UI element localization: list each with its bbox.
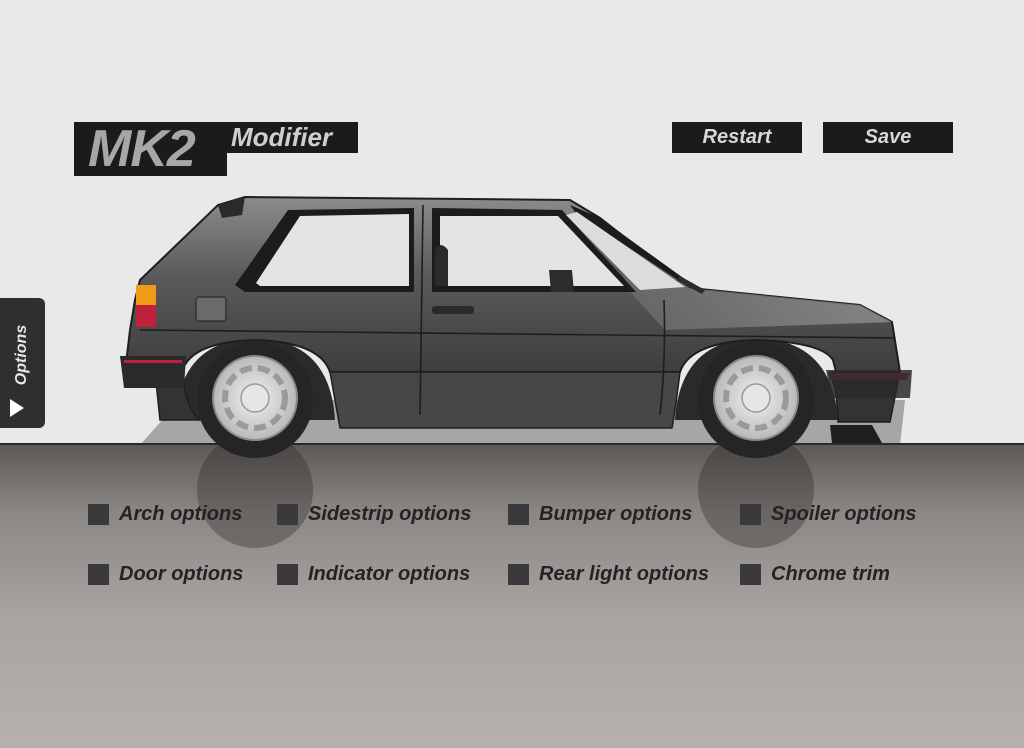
rear-light — [136, 305, 156, 327]
option-bumper[interactable]: Bumper options — [508, 501, 692, 527]
option-label: Rear light options — [539, 562, 709, 585]
option-checkbox[interactable] — [277, 503, 298, 525]
option-spoiler[interactable]: Spoiler options — [740, 501, 917, 527]
option-checkbox[interactable] — [277, 563, 298, 585]
front-spoiler — [830, 425, 882, 443]
front-bumper — [826, 370, 912, 398]
car-windows — [235, 205, 705, 294]
option-label: Sidestrip options — [308, 502, 472, 525]
option-checkbox[interactable] — [88, 563, 109, 585]
option-sidestrip[interactable]: Sidestrip options — [277, 501, 471, 527]
option-chrome-trim[interactable]: Chrome trim — [740, 561, 890, 587]
option-label: Door options — [119, 562, 244, 585]
save-button[interactable]: Save — [823, 122, 953, 153]
door-handle — [432, 306, 474, 314]
option-label: Arch options — [119, 502, 243, 525]
option-label: Indicator options — [308, 562, 471, 585]
option-indicator[interactable]: Indicator options — [277, 561, 470, 587]
option-label: Spoiler options — [771, 502, 917, 525]
floor-reflection — [0, 444, 1024, 748]
restart-button[interactable]: Restart — [672, 122, 802, 153]
front-wheel — [698, 342, 814, 458]
option-checkbox[interactable] — [740, 503, 761, 525]
option-label: Bumper options — [539, 502, 693, 525]
logo-modifier-text: Modifier — [227, 122, 358, 153]
option-door[interactable]: Door options — [88, 561, 243, 587]
option-arch[interactable]: Arch options — [88, 501, 242, 527]
option-checkbox[interactable] — [508, 563, 529, 585]
option-checkbox[interactable] — [740, 563, 761, 585]
play-arrow-icon — [10, 399, 24, 417]
rear-indicator-light — [136, 285, 156, 305]
option-checkbox[interactable] — [508, 503, 529, 525]
logo-mk2-text: MK2 — [74, 122, 227, 176]
rear-wheel — [197, 342, 313, 458]
options-side-tab[interactable]: Options — [0, 298, 45, 428]
option-checkbox[interactable] — [88, 503, 109, 525]
fuel-cap — [195, 296, 227, 322]
option-rear-light[interactable]: Rear light options — [508, 561, 709, 587]
rear-bumper — [120, 356, 186, 388]
ground-line — [0, 443, 1024, 445]
option-label: Chrome trim — [771, 562, 890, 585]
car-door-details — [139, 204, 896, 416]
rear-bumper-stripe — [124, 360, 182, 363]
